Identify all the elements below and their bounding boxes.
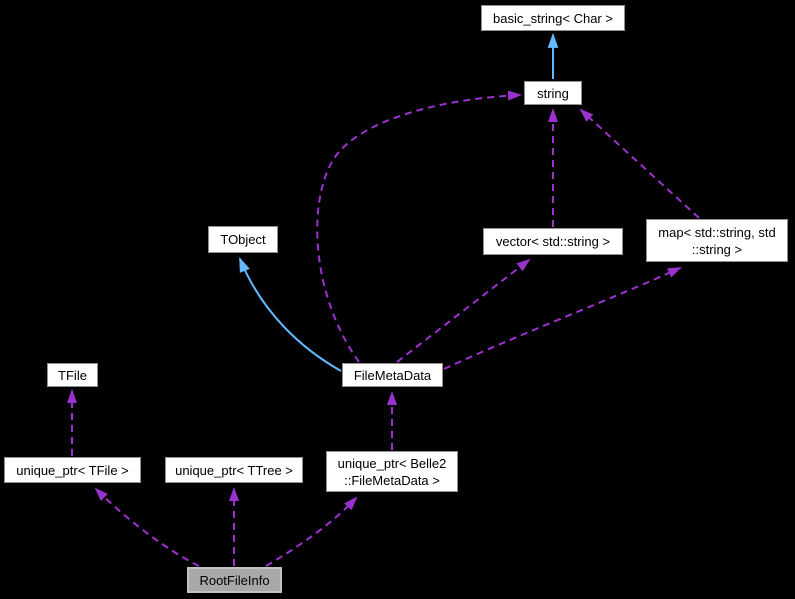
node-label: TObject <box>220 232 266 247</box>
node-label: FileMetaData <box>353 367 432 383</box>
node-label: vector< std::string > <box>495 234 611 249</box>
edge-filemetadata-to-map <box>443 267 682 370</box>
node-label: basic_string< Char > <box>493 10 613 26</box>
edge-rootfileinfo-to-unique-ptr-belle2 <box>265 496 358 567</box>
node-tfile[interactable]: TFile <box>47 363 98 387</box>
node-vector-std-string[interactable]: vector< std::string > <box>483 228 623 255</box>
node-unique-ptr-belle2-filemetadata[interactable]: unique_ptr< Belle2 ::FileMetaData > <box>326 451 458 492</box>
node-basic-string[interactable]: basic_string< Char > <box>481 5 625 31</box>
edge-filemetadata-to-vector <box>396 258 531 363</box>
node-label: RootFileInfo <box>199 572 270 588</box>
node-label: unique_ptr< TFile > <box>16 462 129 478</box>
node-tobject[interactable]: TObject <box>208 226 278 253</box>
node-label: string <box>537 85 569 101</box>
node-label: unique_ptr< TTree > <box>175 462 293 478</box>
node-label-line2: ::string > <box>691 241 743 257</box>
node-unique-ptr-tfile[interactable]: unique_ptr< TFile > <box>4 457 141 483</box>
edge-filemetadata-to-string <box>316 90 522 363</box>
edge-rootfileinfo-to-unique-ptr-tfile <box>94 487 200 567</box>
node-rootfileinfo-current[interactable]: RootFileInfo <box>187 567 282 593</box>
node-string[interactable]: string <box>524 81 582 105</box>
edge-map-to-string <box>579 108 700 219</box>
node-label-line2: ::FileMetaData > <box>344 472 440 488</box>
node-unique-ptr-ttree[interactable]: unique_ptr< TTree > <box>165 457 303 483</box>
edge-filemetadata-to-tobject <box>239 257 342 372</box>
node-label-line1: unique_ptr< Belle2 <box>337 455 447 471</box>
node-map-std-string[interactable]: map< std::string, std ::string > <box>646 219 788 262</box>
node-label-line1: map< std::string, std <box>658 224 776 240</box>
node-label: TFile <box>58 367 87 383</box>
node-filemetadata[interactable]: FileMetaData <box>342 363 443 387</box>
